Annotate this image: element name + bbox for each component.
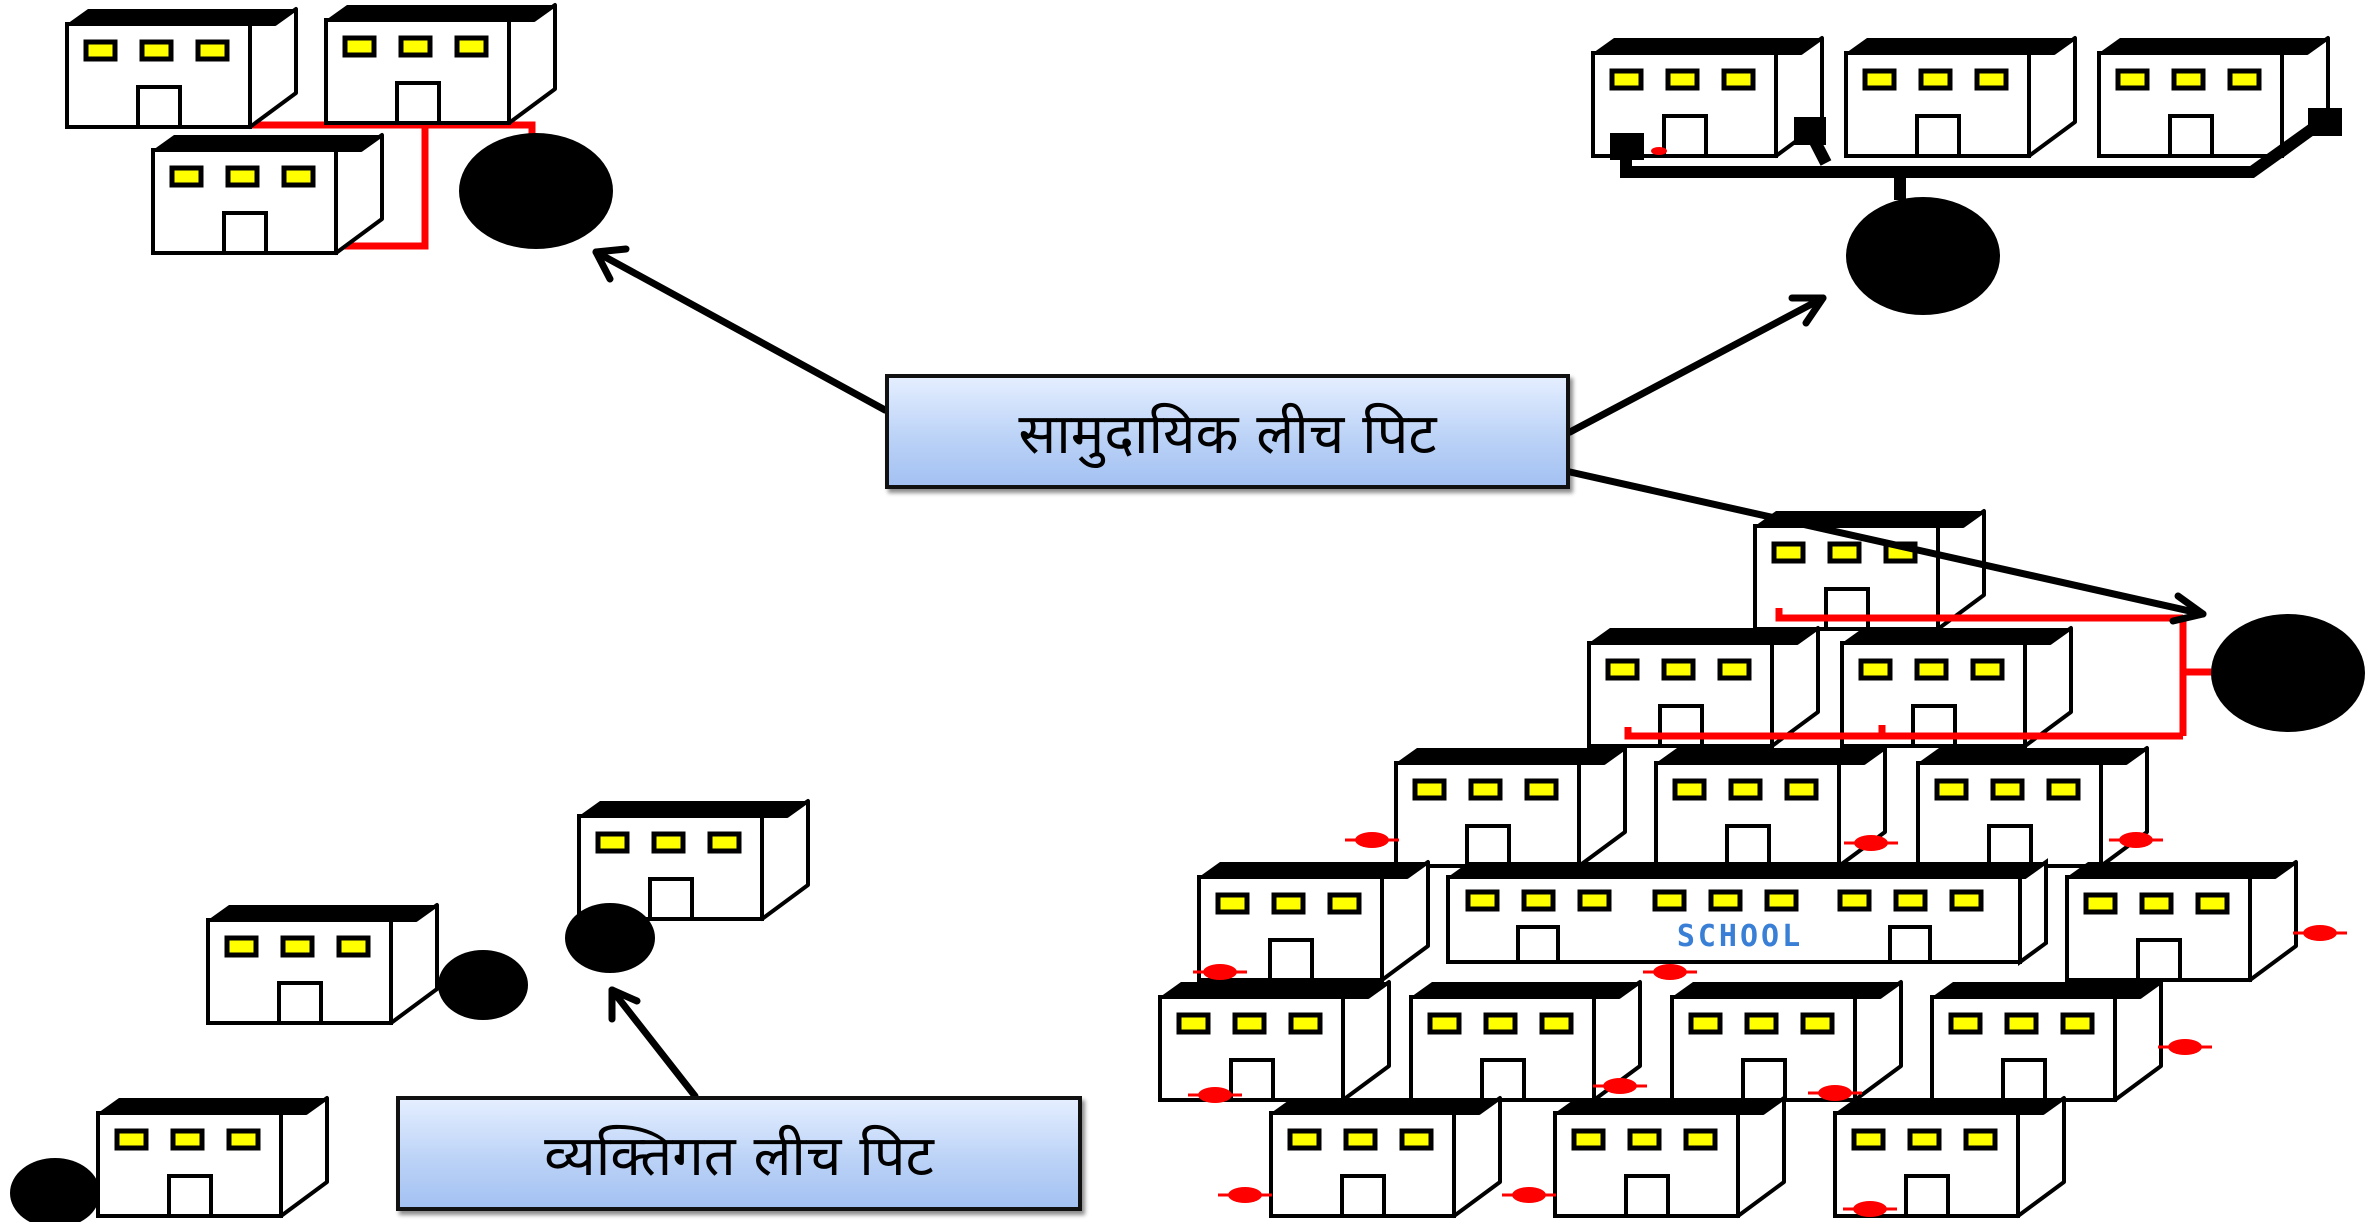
house [1160, 982, 1389, 1100]
house [1835, 1098, 2064, 1216]
arrow-to-individual-pit [608, 986, 699, 1100]
leach-pit [459, 133, 613, 249]
house [1842, 628, 2071, 746]
arrows [592, 245, 2207, 1100]
leach-pit-marker [1216, 1185, 1274, 1205]
leach-pit-marker [2156, 1037, 2214, 1057]
house [1271, 1098, 1500, 1216]
leach-pit [1846, 197, 2000, 315]
house [1656, 748, 1885, 866]
house [2067, 862, 2296, 980]
house [1755, 511, 1984, 629]
house [579, 801, 808, 919]
leach-pit-marker [2291, 923, 2349, 943]
house [1846, 38, 2075, 156]
leach-pit-marker [1343, 830, 1401, 850]
septic-box [2308, 108, 2342, 136]
arrow-to-bottom-right-pit [1566, 468, 2207, 625]
house [1555, 1098, 1784, 1216]
school-building: SCHOOL [1446, 858, 2048, 966]
house [98, 1098, 327, 1216]
school-sign: SCHOOL [1677, 919, 1803, 954]
house [1589, 628, 1818, 746]
house [208, 905, 437, 1023]
leach-pit [565, 903, 655, 973]
community-leach-pit-label: सामुदायिक लीच पिट [885, 374, 1570, 489]
septic-box [1794, 117, 1826, 145]
leach-pit [438, 950, 528, 1020]
community-cluster-bottom-right: SCHOOL [1160, 511, 2365, 1219]
arrow-to-top-right-pit [1566, 294, 1827, 436]
house [1199, 862, 1428, 980]
community-cluster-top-left [67, 5, 613, 253]
community-cluster-top-right [1593, 38, 2342, 315]
pipe-network [1624, 608, 2212, 740]
leach-pit [2211, 614, 2365, 732]
house [153, 135, 382, 253]
house [67, 9, 296, 127]
house [1932, 982, 2161, 1100]
house [1396, 748, 1625, 866]
leach-pit-marker [1641, 962, 1699, 982]
leach-pit-marker [1500, 1185, 1558, 1205]
individual-leach-pit-label: व्यक्तिगत लीच पिट [396, 1096, 1082, 1211]
individual-pits-bottom-left [10, 801, 808, 1222]
house [1672, 982, 1901, 1100]
house [1918, 748, 2147, 866]
septic-box [1610, 133, 1644, 160]
arrow-to-top-left-pit [592, 245, 889, 414]
house [326, 5, 555, 123]
leach-pit [10, 1158, 100, 1222]
